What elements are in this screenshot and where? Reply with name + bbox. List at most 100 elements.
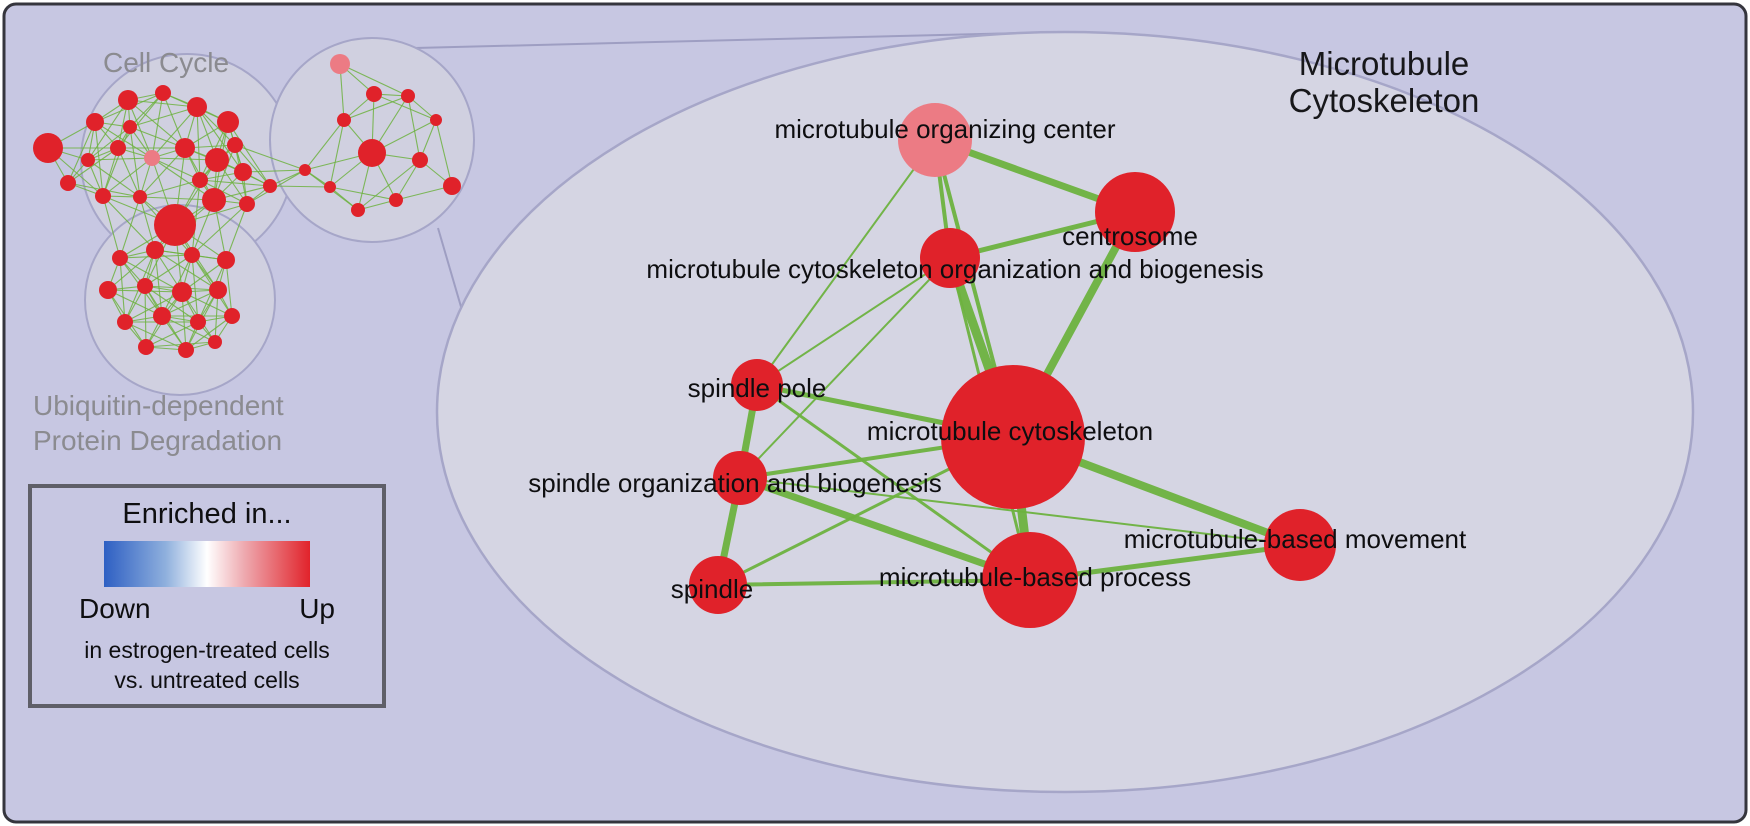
node-spindle (689, 556, 747, 614)
mini-edge (225, 259, 233, 317)
mini-node (389, 193, 403, 207)
mini-node (137, 278, 153, 294)
mini-node (190, 314, 206, 330)
mini-node (430, 114, 442, 126)
mini-edge (151, 92, 164, 159)
edge-sporg-process (736, 474, 1034, 584)
mini-node (192, 172, 208, 188)
mini-node (224, 308, 240, 324)
mini-node (412, 152, 428, 168)
mini-edge (67, 121, 96, 184)
mini-edge (225, 203, 248, 261)
mini-edge (161, 315, 216, 343)
node-movement (1264, 509, 1336, 581)
legend-title: Enriched in... (122, 498, 292, 530)
mini-edge (102, 195, 121, 259)
mini-edge (227, 121, 271, 187)
mini-edge (94, 121, 104, 197)
mini-edge (119, 257, 183, 293)
mini-edge (395, 185, 453, 201)
overview-network-layer (33, 37, 475, 396)
node-label-spindle: spindle (671, 574, 753, 604)
mini-node (133, 190, 147, 204)
mini-node (99, 281, 117, 299)
zoom-lens-line-top (414, 32, 1021, 49)
mini-edge (161, 289, 219, 317)
mini-edge (151, 157, 201, 181)
mini-node (263, 179, 277, 193)
mini-edge (87, 126, 131, 161)
mini-edge (154, 249, 163, 317)
legend-down-label: Down (79, 593, 151, 624)
mini-node (205, 148, 229, 172)
mini-edge (102, 126, 131, 197)
mini-node (187, 97, 207, 117)
legend-gradient-bar (104, 541, 310, 587)
mini-edge (329, 119, 345, 188)
mini-node (138, 339, 154, 355)
legend-caption-line1: in estrogen-treated cells (84, 637, 330, 663)
magnified-network-layer: microtubule organizing centercentrosomem… (528, 103, 1467, 628)
mini-node (118, 90, 138, 110)
edge-pole-process (755, 383, 1032, 582)
mini-edge (373, 93, 437, 121)
mini-node (299, 164, 311, 176)
mini-edge (199, 179, 248, 205)
mini-edge (343, 95, 409, 121)
mini-node (337, 113, 351, 127)
node-sporg (713, 451, 767, 505)
mini-edge (117, 147, 141, 198)
node-label-movement: microtubule-based movement (1124, 524, 1467, 554)
node-label-centrosome: centrosome (1062, 221, 1198, 251)
mini-edge (304, 119, 345, 171)
mini-node (209, 281, 227, 299)
mini-node (208, 335, 222, 349)
node-label-pole: spindle pole (688, 373, 827, 403)
figure-title-line1: Microtubule (1299, 45, 1470, 82)
node-process (982, 532, 1078, 628)
mini-node (202, 188, 226, 212)
node-org (920, 228, 980, 288)
node-label-org: microtubule cytoskeleton organization an… (646, 254, 1263, 284)
mini-edge (94, 121, 153, 159)
mini-node (155, 85, 171, 101)
mini-node (81, 153, 95, 167)
mini-edge (329, 186, 397, 201)
mini-edge (407, 95, 421, 161)
mini-node (234, 163, 252, 181)
legend-up-label: Up (299, 593, 335, 624)
node-label-sporg: spindle organization and biogenesis (528, 468, 941, 498)
mini-node (351, 203, 365, 217)
mini-edge (144, 254, 193, 287)
mini-edge (139, 196, 156, 251)
mini-edge (107, 249, 156, 291)
mini-edge (144, 285, 147, 348)
node-moc (898, 103, 972, 177)
mini-node (366, 86, 382, 102)
mini-edge (102, 147, 119, 197)
cluster-label-ubiquitin-line2: Protein Degradation (33, 425, 282, 456)
mini-edge (87, 157, 153, 161)
mini-edge (199, 179, 271, 187)
mini-edge (242, 169, 306, 173)
mini-edge (339, 63, 409, 97)
mini-node (33, 133, 63, 163)
mini-edge (139, 147, 186, 198)
edge-org-pole (756, 257, 951, 386)
mini-node (153, 307, 171, 325)
node-label-process: microtubule-based process (879, 562, 1191, 592)
mini-node (60, 175, 76, 191)
mini-node (146, 241, 164, 259)
legend-caption-line2: vs. untreated cells (114, 667, 300, 693)
mini-edge (196, 106, 201, 181)
mini-edge (119, 196, 141, 259)
mini-node (358, 139, 386, 167)
mini-node (86, 113, 104, 131)
mini-edge (234, 144, 306, 171)
mini-edge (127, 99, 186, 149)
mini-edge (124, 291, 183, 323)
mini-edge (102, 157, 153, 197)
mini-node (330, 54, 350, 74)
mini-edge (67, 147, 119, 184)
